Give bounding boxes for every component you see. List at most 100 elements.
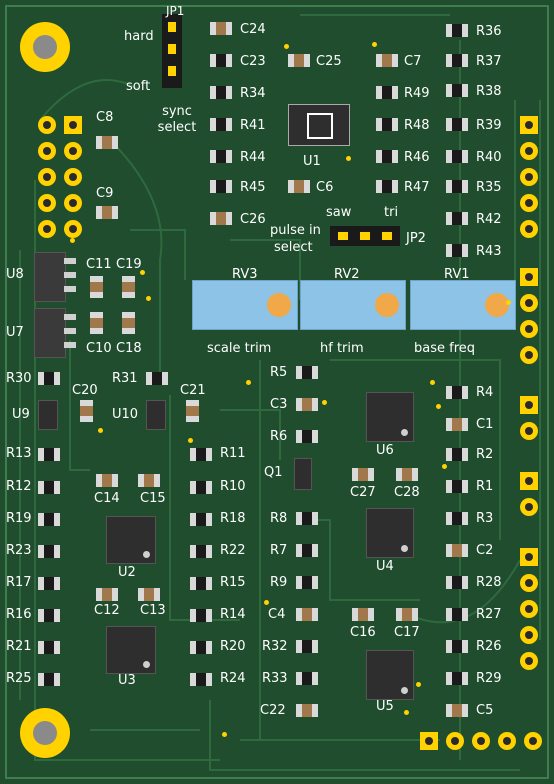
u8-regulator <box>34 252 66 302</box>
header-pad <box>38 168 56 186</box>
resistor <box>38 481 60 494</box>
ref-label: C4 <box>268 607 286 622</box>
capacitor <box>90 276 103 298</box>
capacitor <box>376 54 398 67</box>
u9-chip <box>38 400 58 430</box>
ref-label: C1 <box>476 417 494 432</box>
jp2-label: JP2 <box>406 231 426 246</box>
ref-label: R20 <box>220 639 246 654</box>
resistor <box>296 512 318 525</box>
u1-chip-center <box>307 113 333 139</box>
ref-label: R3 <box>476 511 494 526</box>
capacitor <box>80 400 93 422</box>
resistor <box>38 673 60 686</box>
ref-label: C22 <box>260 703 286 718</box>
resistor <box>446 212 468 225</box>
header-pad <box>64 194 82 212</box>
capacitor <box>396 468 418 481</box>
edge-pad-square <box>520 268 538 286</box>
via <box>140 270 145 275</box>
ref-label: U5 <box>376 699 394 714</box>
resistor <box>446 576 468 589</box>
ref-label: Q1 <box>264 465 283 480</box>
edge-pad <box>520 220 538 238</box>
ref-label: R15 <box>220 575 246 590</box>
jp1-soft-label: soft <box>126 79 151 94</box>
ref-label: C2 <box>476 543 494 558</box>
ref-label: C8 <box>96 110 114 125</box>
via <box>442 464 447 469</box>
resistor <box>38 641 60 654</box>
resistor <box>376 118 398 131</box>
trim-knob[interactable] <box>375 293 399 317</box>
jp1-hard-label: hard <box>124 29 154 44</box>
ref-label: U10 <box>112 407 139 422</box>
ref-label: R39 <box>476 118 502 133</box>
ref-label: U2 <box>118 565 136 580</box>
via <box>372 42 377 47</box>
pot-caption: scale trim <box>207 341 272 356</box>
resistor <box>38 448 60 461</box>
ref-label: C15 <box>140 491 166 506</box>
ic-pin <box>64 342 76 348</box>
resistor <box>296 672 318 685</box>
via <box>284 44 289 49</box>
ref-label: R1 <box>476 479 494 494</box>
jp2-pin <box>360 232 370 240</box>
ref-label: R14 <box>220 607 246 622</box>
mounting-hole-bottom <box>20 708 70 758</box>
ref-label: C18 <box>116 341 142 356</box>
capacitor <box>96 474 118 487</box>
resistor <box>446 448 468 461</box>
via <box>404 710 409 715</box>
ref-label: C23 <box>240 54 266 69</box>
header-pad-square <box>64 116 82 134</box>
jp1-label: JP1 <box>166 4 185 18</box>
jp2-caption: pulse in <box>270 223 321 238</box>
pin1-marker <box>401 429 408 436</box>
via <box>70 238 75 243</box>
resistor <box>210 180 232 193</box>
via <box>430 380 435 385</box>
via <box>346 156 351 161</box>
via <box>222 732 227 737</box>
edge-pad <box>520 498 538 516</box>
potentiometer-rv1[interactable] <box>410 280 516 330</box>
potentiometer-rv3[interactable] <box>192 280 298 330</box>
resistor <box>296 640 318 653</box>
via <box>264 600 269 605</box>
u10-chip <box>146 400 166 430</box>
via <box>146 296 151 301</box>
jp2-pin <box>338 232 348 240</box>
resistor <box>296 430 318 443</box>
u6-chip <box>366 392 414 442</box>
header-pad <box>64 142 82 160</box>
header-pad <box>64 168 82 186</box>
resistor <box>446 480 468 493</box>
resistor <box>296 576 318 589</box>
ref-label: C6 <box>316 180 334 195</box>
resistor <box>190 673 212 686</box>
trim-knob[interactable] <box>485 293 509 317</box>
resistor <box>38 545 60 558</box>
capacitor <box>446 704 468 717</box>
via <box>416 682 421 687</box>
capacitor <box>446 418 468 431</box>
ref-label: RV3 <box>232 267 258 282</box>
ref-label: R38 <box>476 84 502 99</box>
ref-label: RV2 <box>334 267 360 282</box>
resistor <box>190 609 212 622</box>
pin1-marker <box>143 551 150 558</box>
ref-label: C9 <box>96 186 114 201</box>
potentiometer-rv2[interactable] <box>300 280 406 330</box>
resistor <box>210 118 232 131</box>
ref-label: R42 <box>476 212 502 227</box>
capacitor <box>296 704 318 717</box>
resistor <box>190 481 212 494</box>
ref-label: R34 <box>240 86 266 101</box>
capacitor <box>138 588 160 601</box>
ref-label: C24 <box>240 22 266 37</box>
trim-knob[interactable] <box>267 293 291 317</box>
edge-pad <box>520 320 538 338</box>
